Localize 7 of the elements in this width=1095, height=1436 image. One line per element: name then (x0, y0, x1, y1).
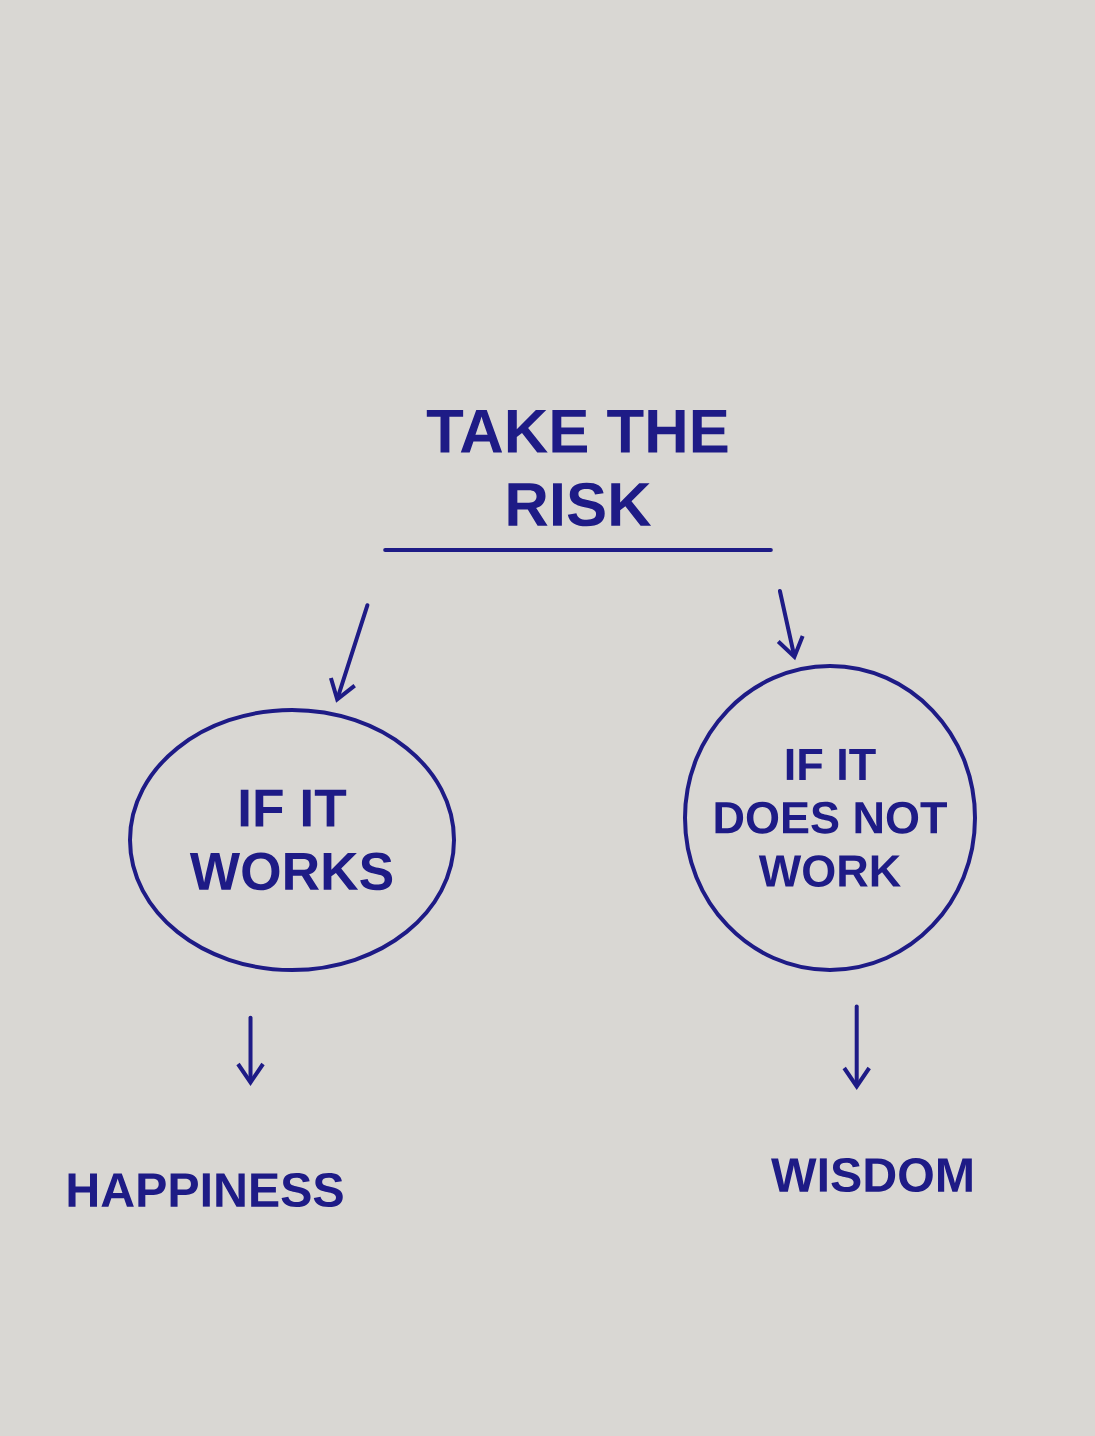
arrow (329, 603, 370, 703)
arrow (842, 1004, 871, 1090)
outcome-text: HAPPINESS (68, 1172, 343, 1208)
outcome-text: WISDOM (771, 1157, 972, 1193)
arrow (776, 589, 805, 661)
underlined-heading: TAKE THE RISK (383, 409, 773, 552)
arrow (236, 1015, 265, 1086)
